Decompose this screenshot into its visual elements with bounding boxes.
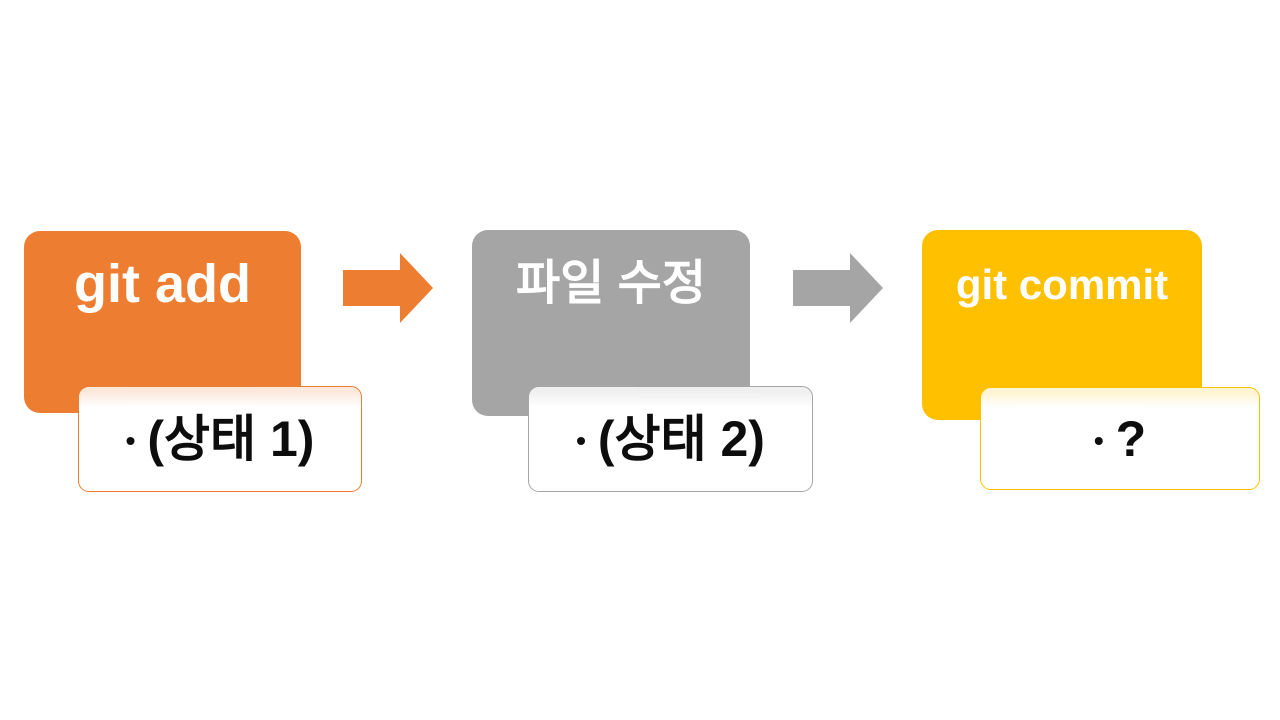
arrow-right-shape [343, 253, 433, 323]
detail-box-state-2: • (상태 2) [528, 386, 813, 492]
detail-box-question: • ? [980, 387, 1260, 490]
shadow-tint [79, 387, 361, 407]
detail-line: • ? [1094, 414, 1146, 464]
shadow-tint [529, 387, 812, 407]
detail-text: (상태 1) [147, 411, 315, 467]
step-box-file-edit: 파일 수정 [472, 230, 750, 416]
detail-line: • (상태 2) [576, 414, 765, 464]
arrow-right-shape [793, 253, 883, 323]
bullet-icon: • [576, 425, 586, 456]
step-title: 파일 수정 [516, 257, 706, 310]
detail-line: • (상태 1) [126, 414, 315, 464]
bullet-icon: • [125, 425, 136, 456]
detail-box-state-1: • (상태 1) [78, 386, 362, 492]
arrow-right-icon-1 [343, 253, 433, 323]
step-title: git add [74, 254, 251, 314]
step-box-git-add: git add [24, 231, 301, 413]
detail-text: ? [1115, 410, 1147, 467]
arrow-right-icon-2 [793, 253, 883, 323]
shadow-tint [981, 388, 1259, 408]
bullet-icon: • [1093, 424, 1104, 456]
step-title: git commit [955, 261, 1169, 308]
detail-text: (상태 2) [597, 411, 765, 467]
